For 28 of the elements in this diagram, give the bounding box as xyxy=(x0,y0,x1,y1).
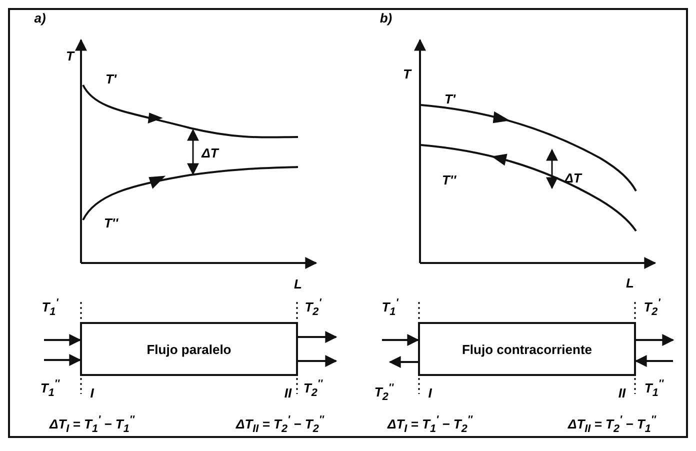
flow-arrow xyxy=(44,334,82,346)
curve-label: T'' xyxy=(442,174,456,186)
section-label: I xyxy=(90,386,94,400)
axis-label: L xyxy=(626,276,634,290)
axis-label: T xyxy=(403,68,411,80)
flow-arrow xyxy=(636,334,674,346)
box-label: Flujo contracorriente xyxy=(462,342,592,356)
box-label: Flujo paralelo xyxy=(146,342,232,356)
exchanger-box xyxy=(418,322,636,376)
flow-arrow xyxy=(298,331,338,343)
axis-label: L xyxy=(294,278,302,290)
flow-arrow xyxy=(44,354,82,366)
curve-label: T'' xyxy=(104,216,118,230)
flow-arrow xyxy=(388,356,418,368)
flow-arrow xyxy=(634,355,673,367)
panel-letter: b) xyxy=(380,12,392,24)
axis-label: T xyxy=(66,50,74,62)
delta-label: ΔT xyxy=(202,146,218,160)
section-label: I xyxy=(428,386,432,400)
panel-letter: a) xyxy=(34,12,46,24)
section-label: II xyxy=(618,386,626,400)
curve-label: T' xyxy=(444,92,456,106)
curve-label: T' xyxy=(105,72,117,86)
delta-label: ΔT xyxy=(564,172,582,184)
exchanger-box xyxy=(80,322,298,376)
flow-arrow xyxy=(382,334,420,346)
section-label: II xyxy=(284,386,292,400)
flow-arrow xyxy=(298,355,338,367)
